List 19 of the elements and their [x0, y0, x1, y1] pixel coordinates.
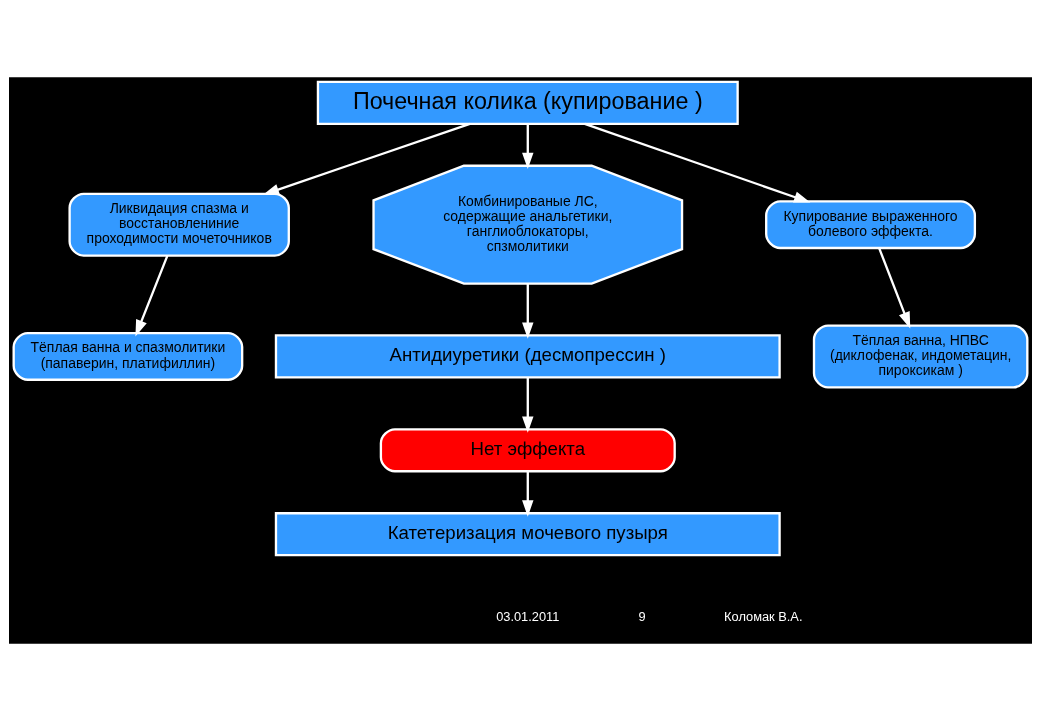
label: 03.01.2011 — [495, 608, 559, 624]
arrow — [583, 122, 810, 203]
arrow — [262, 122, 470, 195]
label: 9 — [637, 608, 646, 624]
node-box: Ликвидация спазма и восстановлениние проходимости мочеточников — [67, 192, 290, 257]
node-box: Тёплая ванна, НПВС (диклофенак, индометацин, пироксикам ) — [812, 323, 1028, 388]
arrow — [521, 376, 533, 433]
node-box: Купирование выраженного болевого эффекта. — [764, 199, 976, 249]
node-box: Катетеризация мочевого пузыря — [274, 511, 781, 556]
label: Коломак В.А. — [723, 608, 802, 624]
arrow — [521, 283, 533, 339]
arrow — [877, 247, 910, 328]
node-box: Тёплая ванна и спазмолитики (папаверин, платифиллин) — [12, 331, 243, 381]
node-box: Нет эффекта — [379, 427, 676, 472]
node-box: Почечная колика (купирование ) — [316, 80, 739, 125]
node-box: Антидиуретики (десмопрессин ) — [274, 333, 781, 379]
arrow — [521, 471, 533, 517]
arrow — [521, 123, 533, 169]
arrow — [134, 254, 168, 336]
